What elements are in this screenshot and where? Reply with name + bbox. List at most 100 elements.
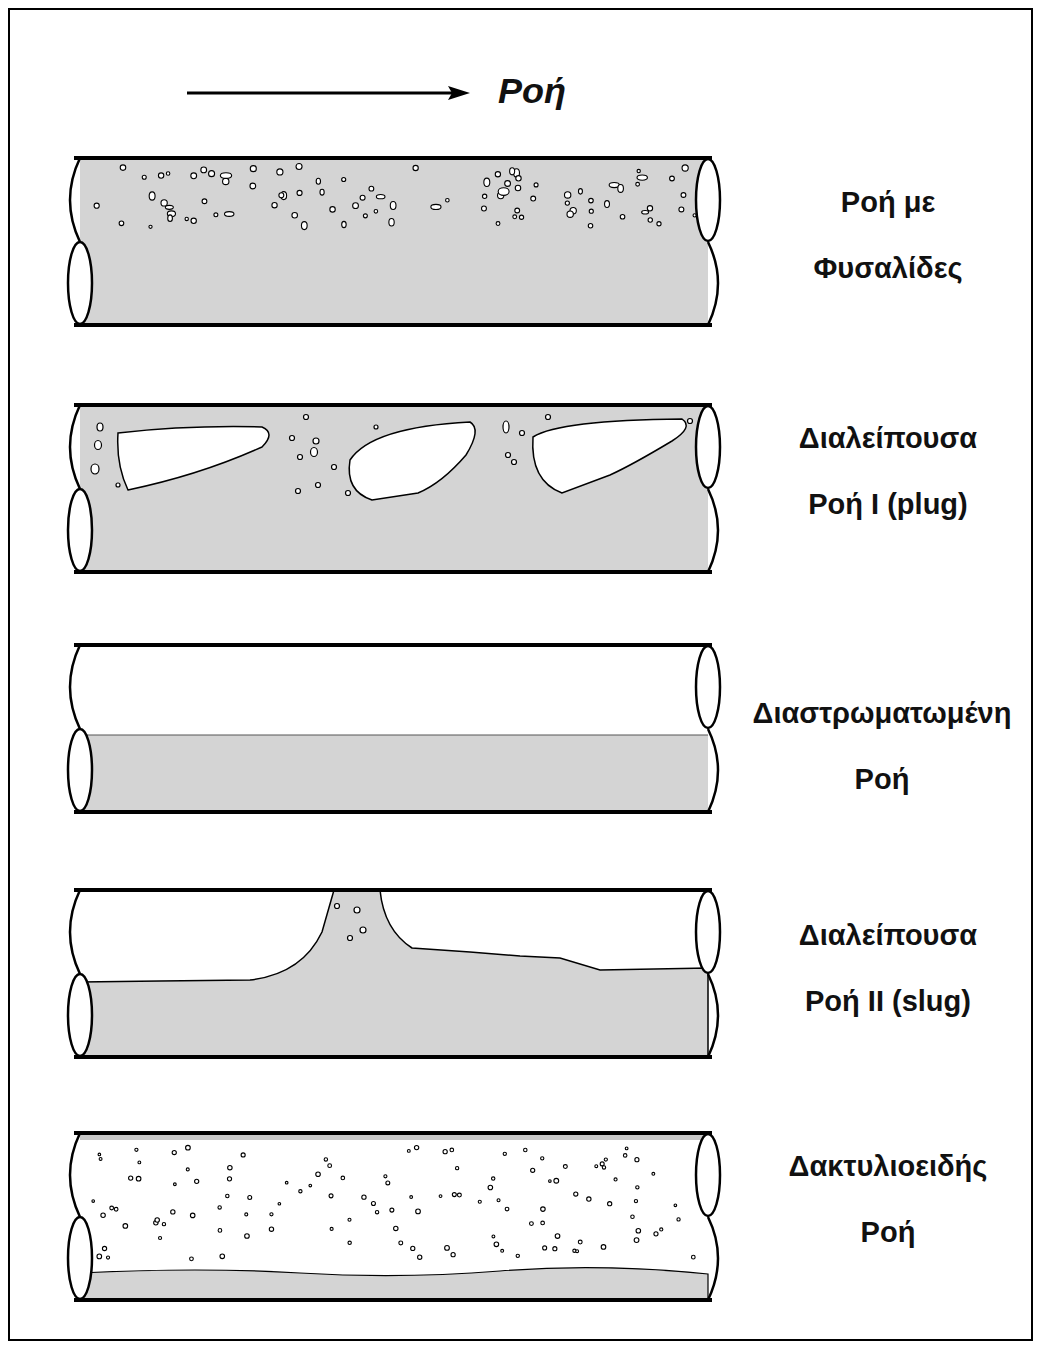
bubble [316, 178, 320, 184]
bubble [531, 196, 536, 201]
bubble [614, 1178, 617, 1181]
bubble [191, 173, 197, 179]
bubble [567, 211, 573, 217]
bubble [488, 1185, 493, 1190]
bubble [407, 1149, 410, 1152]
bubble [149, 225, 152, 228]
bubble [220, 173, 231, 179]
bubble [564, 192, 570, 198]
bubble [362, 1195, 366, 1199]
flow-arrow [187, 86, 470, 100]
bubble [119, 221, 124, 226]
bubble [248, 1196, 252, 1200]
bubble [497, 1199, 500, 1202]
bubble [541, 1207, 546, 1212]
bubble [625, 1147, 628, 1150]
bubble [155, 1218, 159, 1222]
bubble [227, 1177, 231, 1181]
bubble [245, 1213, 248, 1216]
bubble [631, 1215, 635, 1219]
bubble [549, 1180, 552, 1183]
bubble [279, 193, 284, 198]
bubble [328, 1164, 332, 1168]
bubble [92, 1200, 95, 1203]
bubble [446, 198, 450, 202]
frame [9, 9, 1032, 1340]
bubble [172, 1150, 176, 1154]
bubble [277, 169, 283, 175]
bubble [223, 178, 229, 184]
bubble [299, 1190, 302, 1193]
bubble [98, 1153, 101, 1156]
bubble [191, 218, 196, 223]
bubble [501, 1249, 504, 1252]
bubble [270, 1213, 273, 1216]
bubble [595, 1165, 598, 1168]
bubble [642, 210, 649, 213]
bubble [292, 212, 298, 218]
bubble [635, 1158, 639, 1162]
bubble [214, 213, 218, 217]
bubble [384, 1175, 387, 1178]
bubble [363, 214, 367, 218]
bubble [679, 207, 684, 212]
bubble [360, 195, 365, 200]
bubble [301, 222, 307, 230]
bubble [445, 1246, 450, 1251]
bubble [316, 1172, 321, 1177]
bubble [588, 223, 592, 227]
bubble [250, 183, 256, 189]
bubble [386, 1181, 390, 1185]
bubble [201, 167, 207, 173]
bubble [541, 1221, 545, 1225]
bubble [681, 193, 686, 198]
bubbly-pipe [68, 158, 720, 325]
bubble [455, 1166, 458, 1169]
bubble [224, 212, 233, 217]
bubble [269, 1227, 273, 1231]
bubble [601, 1245, 606, 1250]
bubble [161, 200, 167, 206]
bubble [371, 1201, 375, 1205]
bubble [166, 172, 170, 176]
bubble [691, 1255, 695, 1259]
bubble [555, 1234, 560, 1239]
bubble [168, 215, 173, 222]
bubble [348, 1218, 351, 1221]
bubble [543, 1246, 547, 1250]
bubble [492, 1235, 495, 1238]
bubble [114, 1207, 118, 1211]
bubble [158, 173, 163, 178]
bubble [554, 1178, 559, 1183]
bubble [99, 1157, 102, 1160]
bubble [185, 217, 188, 220]
bubble [636, 1228, 641, 1233]
bubble [637, 169, 640, 172]
bubble [416, 1209, 421, 1214]
bubble [623, 1154, 627, 1158]
plug-pipe [68, 405, 720, 572]
bubble [123, 1224, 128, 1229]
bubble [278, 1202, 281, 1205]
bubble [410, 1196, 413, 1199]
bubble [578, 1240, 582, 1244]
bubble [110, 1206, 114, 1210]
bubble [439, 1195, 442, 1198]
bubble [330, 1227, 333, 1230]
bubble [138, 1161, 141, 1164]
bubble [190, 1213, 195, 1218]
bubble [309, 1184, 312, 1187]
bubble [634, 1199, 637, 1202]
bubble [329, 1194, 333, 1198]
bubble [413, 165, 418, 170]
bubble [369, 186, 374, 191]
bubble [491, 1177, 494, 1180]
regime-label: Διαλείπουσα Ροή I (plug) [768, 405, 1008, 537]
bubble [563, 1165, 567, 1169]
bubble [102, 1246, 106, 1250]
bubble [515, 185, 520, 190]
bubble [634, 1238, 639, 1243]
bubble [129, 1176, 133, 1180]
bubble [478, 1200, 481, 1203]
